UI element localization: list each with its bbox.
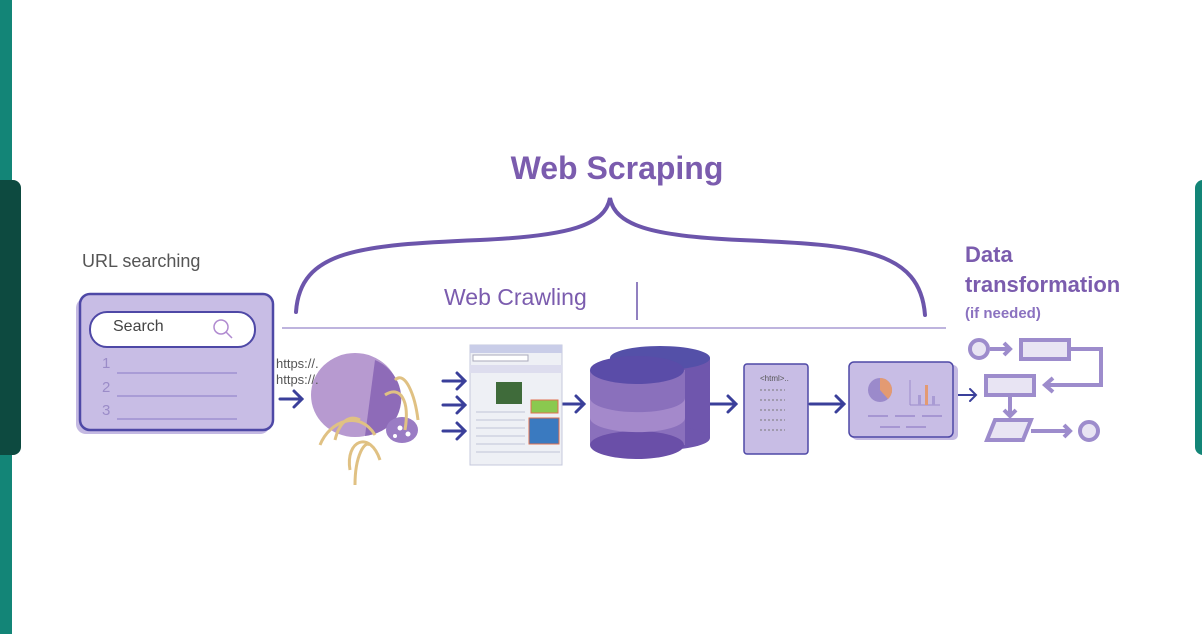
search-placeholder: Search <box>113 318 164 335</box>
flowchart-icon <box>968 338 1103 442</box>
right-edge-tab <box>1195 180 1202 455</box>
data-transformation-title: Data transformation <box>965 240 1120 300</box>
scraping-brace <box>294 197 927 317</box>
html-tag-text: <html>.. <box>760 374 789 383</box>
url-list: https://. https://. <box>276 356 319 388</box>
left-edge-tab <box>0 180 21 455</box>
url-searching-label: URL searching <box>82 251 201 271</box>
title-line-1: Data <box>965 242 1013 267</box>
html-document-icon <box>743 363 809 455</box>
if-needed-note: (if needed) <box>965 305 1041 322</box>
spider-crawler-icon <box>311 353 420 486</box>
url-item: https://. <box>276 356 319 371</box>
dashboard-chart-icon <box>848 361 958 440</box>
search-panel-illustration <box>76 292 275 434</box>
webpage-screenshot-image <box>469 344 563 466</box>
url-item: https://. <box>276 372 319 387</box>
page-title: Web Scraping <box>510 150 724 186</box>
result-number: 3 <box>102 402 111 419</box>
result-number: 2 <box>102 379 111 396</box>
web-crawling-label: Web Crawling <box>444 284 587 310</box>
title-line-2: transformation <box>965 272 1121 297</box>
result-number: 1 <box>102 355 111 372</box>
database-icon <box>590 346 710 459</box>
flow-arrows <box>278 371 978 441</box>
search-icon <box>213 319 229 335</box>
